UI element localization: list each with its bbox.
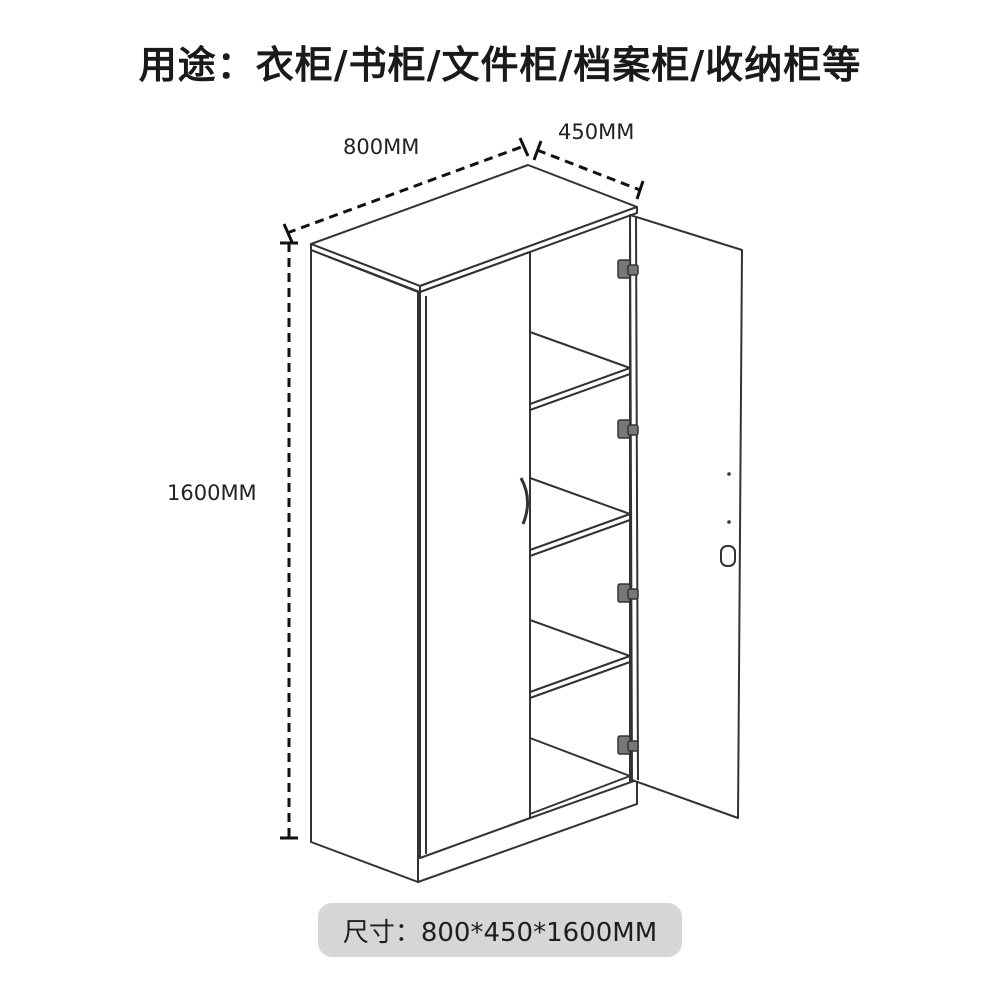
door-handle[interactable] (519, 477, 529, 525)
hinges (617, 259, 639, 755)
hinge-3 (617, 583, 639, 603)
shelf-1-edge (529, 367, 631, 405)
cabinet (310, 164, 743, 883)
lock-dot-bottom (727, 520, 731, 524)
cabinet-base (417, 779, 638, 883)
width-dimension-tick-right (518, 137, 530, 157)
shelf-2-edge (529, 513, 631, 551)
cabinet-top-front-edge (419, 206, 638, 293)
cabinet-left-side (310, 249, 419, 883)
size-caption: 尺寸：800*450*1600MM (318, 903, 682, 957)
hinge-1 (617, 259, 639, 279)
depth-dimension-line (536, 148, 641, 192)
hinge-4 (617, 735, 639, 755)
height-label: 1600MM (167, 481, 257, 505)
width-dimension-tick-left (282, 223, 294, 243)
right-door-edge (635, 215, 639, 781)
dimension-lines (280, 137, 645, 840)
right-door[interactable] (629, 214, 743, 819)
depth-dimension-tick-right (635, 180, 645, 200)
lock-icon[interactable] (720, 545, 736, 567)
width-dimension-line (286, 144, 525, 235)
usage-title: 用途：衣柜/书柜/文件柜/档案柜/收纳柜等 (138, 43, 862, 87)
left-door[interactable] (419, 251, 531, 859)
lock-dot-top (727, 472, 731, 476)
depth-dimension-tick-left (532, 140, 543, 161)
shelf-3-edge (529, 655, 631, 693)
hinge-2 (617, 419, 639, 439)
depth-label: 450MM (558, 120, 634, 144)
width-label: 800MM (343, 135, 419, 159)
